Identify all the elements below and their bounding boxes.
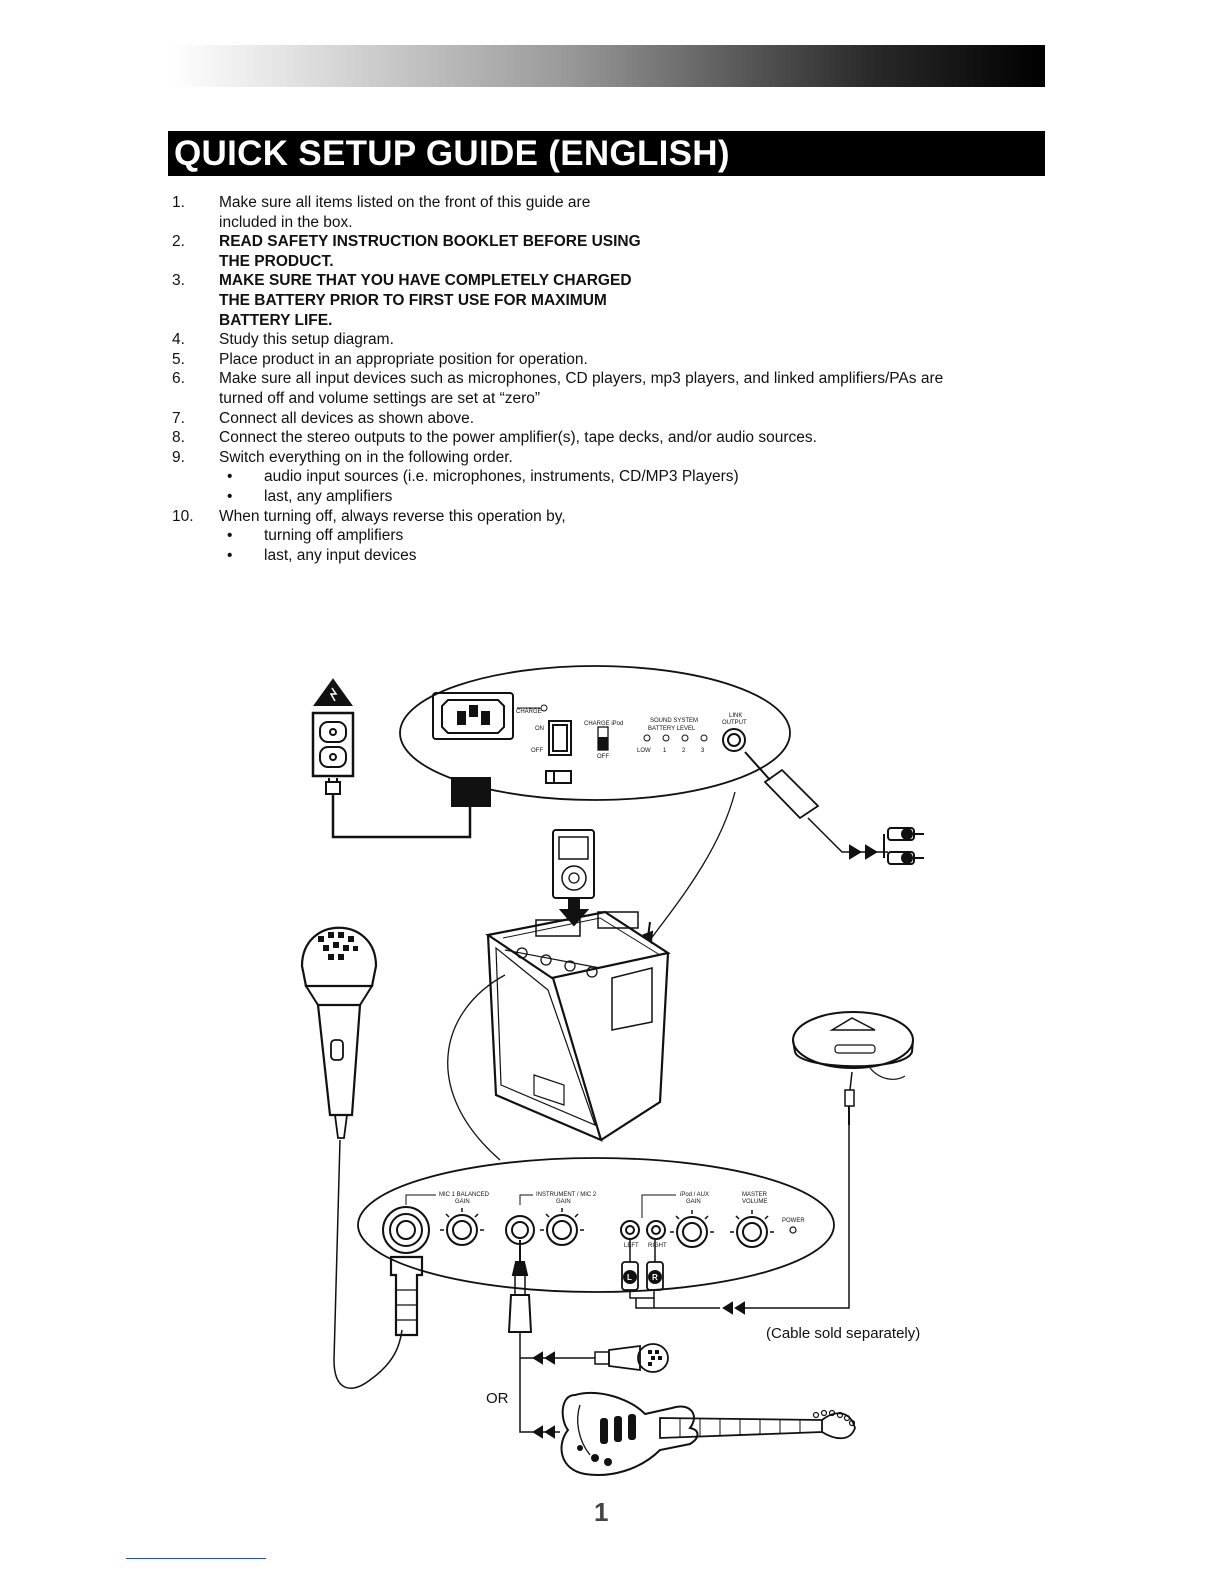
- label-charge-ipod: CHARGE iPod: [584, 721, 623, 727]
- quarter-inch-plug: [507, 1240, 580, 1439]
- step-text: READ SAFETY INSTRUCTION BOOKLET BEFORE U…: [219, 233, 641, 251]
- bullet-text: audio input sources (i.e. microphones, i…: [264, 468, 739, 486]
- step-number: 1.: [172, 194, 185, 211]
- ipod-device: [552, 829, 595, 927]
- step-text: Connect all devices as shown above.: [219, 409, 475, 427]
- step-number: 6.: [172, 370, 185, 388]
- label-power: POWER: [782, 1218, 805, 1224]
- step-item: 4. Study this setup diagram.: [172, 330, 1032, 350]
- setup-steps-list: 1. Make sure all items listed on the fron…: [172, 193, 1032, 565]
- step-item: 5. Place product in an appropriate positi…: [172, 350, 1032, 370]
- label-battery-level: BATTERY LEVEL: [648, 726, 696, 732]
- header-gradient-bar: [170, 45, 1045, 87]
- step-text: Make sure all input devices such as micr…: [219, 370, 944, 388]
- speaker-cabinet: [447, 791, 736, 1161]
- step-bullet: • turning off amplifiers: [172, 526, 1032, 546]
- step-number: 10.: [172, 507, 194, 525]
- step-text: MAKE SURE THAT YOU HAVE COMPLETELY CHARG…: [219, 272, 632, 290]
- label-ipod-aux-gain: GAIN: [686, 1199, 701, 1205]
- step-text: turned off and volume settings are set a…: [219, 389, 541, 407]
- step-number: 4.: [172, 331, 185, 349]
- or-label: OR: [486, 1390, 509, 1407]
- label-instrument: INSTRUMENT / MIC 2: [536, 1192, 597, 1198]
- label-master: MASTER: [742, 1192, 768, 1198]
- cable-sold-separately-note: (Cable sold separately): [766, 1325, 921, 1342]
- step-text: THE PRODUCT.: [219, 252, 334, 270]
- label-level-1: 1: [663, 748, 667, 754]
- bullet-dot-icon: •: [227, 546, 233, 564]
- step-number: 2.: [172, 233, 185, 251]
- label-instrument-gain: GAIN: [556, 1199, 571, 1205]
- step-item: 9. Switch everything on in the following …: [172, 448, 1032, 468]
- bullet-dot-icon: •: [227, 468, 233, 486]
- label-off: OFF: [531, 748, 543, 754]
- page-number: 1: [594, 1497, 609, 1527]
- step-item: 7. Connect all devices as shown above.: [172, 409, 1032, 429]
- step-text: THE BATTERY PRIOR TO FIRST USE FOR MAXIM…: [219, 291, 607, 309]
- microphone: [300, 926, 403, 1389]
- step-number: 9.: [172, 448, 185, 466]
- step-item: 8. Connect the stereo outputs to the powe…: [172, 428, 1032, 448]
- rear-panel-labels: CHARGE ON OFF CHARGE iPod OFF SOUND SYST…: [516, 709, 747, 760]
- small-microphone: [580, 1343, 669, 1373]
- label-on: ON: [535, 726, 544, 732]
- wall-outlet: [311, 678, 491, 839]
- rca-right-label: R: [652, 1273, 658, 1282]
- electric-guitar: [560, 1391, 856, 1476]
- label-charge: CHARGE: [516, 709, 542, 715]
- step-bullet: • last, any input devices: [172, 546, 1032, 566]
- step-bullet: • audio input sources (i.e. microphones, …: [172, 467, 1032, 487]
- bullet-dot-icon: •: [227, 487, 233, 505]
- front-panel-labels: MIC 1 BALANCED GAIN INSTRUMENT / MIC 2 G…: [439, 1192, 805, 1249]
- label-link: LINK: [729, 713, 742, 719]
- page-title: QUICK SETUP GUIDE (ENGLISH): [174, 134, 730, 173]
- label-level-low: LOW: [637, 748, 651, 754]
- label-output: OUTPUT: [722, 720, 747, 726]
- link-output-cable: [744, 751, 924, 865]
- rca-plugs: L R: [621, 1240, 664, 1299]
- label-left: LEFT: [624, 1243, 639, 1249]
- label-mic1: MIC 1 BALANCED: [439, 1192, 490, 1198]
- label-right: RIGHT: [648, 1243, 667, 1249]
- step-text: Make sure all items listed on the front …: [219, 194, 591, 211]
- step-item: 6. Make sure all input devices such as mi…: [172, 369, 1032, 408]
- title-bar: QUICK SETUP GUIDE (ENGLISH): [168, 131, 1045, 176]
- label-charge-ipod-off: OFF: [597, 754, 609, 760]
- step-number: 3.: [172, 272, 185, 290]
- bullet-text: last, any input devices: [264, 546, 417, 564]
- step-text: included in the box.: [219, 213, 353, 231]
- bullet-text: last, any amplifiers: [264, 487, 393, 505]
- bullet-text: turning off amplifiers: [264, 527, 404, 545]
- step-item: 10. When turning off, always reverse this…: [172, 507, 1032, 527]
- label-sound-system: SOUND SYSTEM: [650, 718, 698, 724]
- cd-player: [635, 1011, 914, 1315]
- step-number: 8.: [172, 429, 185, 447]
- bullet-dot-icon: •: [227, 527, 233, 545]
- xlr-connector: [389, 1255, 424, 1337]
- rear-panel-callout: [399, 665, 791, 801]
- step-text: BATTERY LIFE.: [219, 311, 333, 329]
- step-text: When turning off, always reverse this op…: [219, 507, 566, 525]
- step-text: Place product in an appropriate position…: [219, 350, 588, 368]
- step-item: 1. Make sure all items listed on the fron…: [172, 193, 1032, 232]
- footer-rule: [126, 1558, 266, 1559]
- label-level-3: 3: [701, 748, 705, 754]
- step-bullet: • last, any amplifiers: [172, 487, 1032, 507]
- label-ipod-aux: iPod / AUX: [680, 1192, 709, 1198]
- step-item: 2. READ SAFETY INSTRUCTION BOOKLET BEFORE…: [172, 232, 1032, 271]
- step-number: 5.: [172, 350, 185, 368]
- step-item: 3. MAKE SURE THAT YOU HAVE COMPLETELY CHA…: [172, 271, 1032, 330]
- label-mic1-gain: GAIN: [455, 1199, 470, 1205]
- label-volume: VOLUME: [742, 1199, 767, 1205]
- rca-left-label: L: [627, 1273, 632, 1282]
- step-number: 7.: [172, 409, 185, 427]
- front-panel-callout: [357, 1157, 835, 1293]
- label-level-2: 2: [682, 748, 686, 754]
- step-text: Connect the stereo outputs to the power …: [219, 429, 817, 447]
- step-text: Study this setup diagram.: [219, 331, 394, 349]
- step-text: Switch everything on in the following or…: [219, 448, 513, 466]
